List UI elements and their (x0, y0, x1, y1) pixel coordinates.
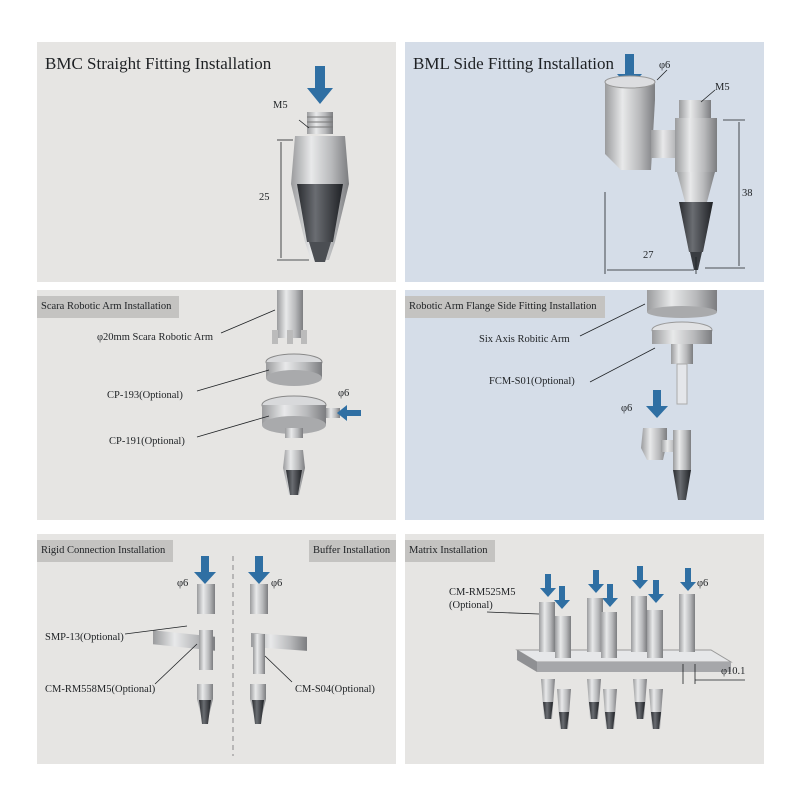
matrix-part-label: CM-RM525M5 (449, 587, 516, 598)
bml-width-label: 27 (643, 250, 654, 261)
bml-cup-drawing (604, 54, 745, 274)
bml-height-label: 38 (742, 188, 753, 199)
flange-exploded-drawing (579, 290, 717, 500)
scara-exploded-drawing (196, 290, 361, 495)
rigid-smp-label: SMP-13(Optional) (45, 632, 124, 643)
bmc-height-label: 25 (259, 192, 270, 203)
flange-port-label: φ6 (621, 403, 633, 414)
rigid-title: Rigid Connection Installation (37, 540, 174, 562)
matrix-title: Matrix Installation (405, 540, 496, 562)
matrix-drawing (486, 566, 745, 729)
scara-port-label: φ6 (338, 388, 350, 399)
bmc-thread-label: M5 (273, 100, 288, 111)
scara-cp191-label: CP-191(Optional) (109, 436, 185, 447)
matrix-optional-label: (Optional) (449, 600, 493, 611)
bml-title: BML Side Fitting Installation (413, 54, 615, 73)
bml-port-label: φ6 (659, 60, 671, 71)
matrix-pitch-label: φ10.1 (721, 666, 746, 677)
buffer-title: Buffer Installation (309, 540, 396, 562)
rigid-cm-label: CM-RM558M5(Optional) (45, 684, 156, 695)
scara-arm-label: φ20mm Scara Robotic Arm (97, 332, 214, 343)
flange-arm-label: Six Axis Robitic Arm (479, 334, 570, 345)
bml-panel: BML Side Fitting Installation φ6 M5 38 2… (405, 42, 764, 282)
scara-panel: Scara Robotic Arm Installation φ20mm Sca… (37, 290, 396, 520)
buffer-port-label: φ6 (271, 578, 283, 589)
flange-fcm-label: FCM-S01(Optional) (489, 376, 575, 387)
rigid-buffer-drawing (124, 556, 307, 756)
matrix-port-label: φ6 (697, 578, 709, 589)
rigid-buffer-panel: Rigid Connection Installation Buffer Ins… (37, 534, 396, 764)
bmc-title: BMC Straight Fitting Installation (45, 54, 272, 73)
scara-title: Scara Robotic Arm Installation (37, 296, 180, 318)
matrix-panel: Matrix Installation (405, 534, 764, 764)
bmc-panel: BMC Straight Fitting Installation (37, 42, 396, 282)
rigid-port-label: φ6 (177, 578, 189, 589)
flange-panel: Robotic Arm Flange Side Fitting Installa… (405, 290, 764, 520)
bmc-cup-drawing (277, 66, 349, 262)
bml-thread-label: M5 (715, 82, 730, 93)
flange-title: Robotic Arm Flange Side Fitting Installa… (405, 296, 605, 318)
buffer-cm-label: CM-S04(Optional) (295, 684, 375, 695)
scara-cp193-label: CP-193(Optional) (107, 390, 183, 401)
